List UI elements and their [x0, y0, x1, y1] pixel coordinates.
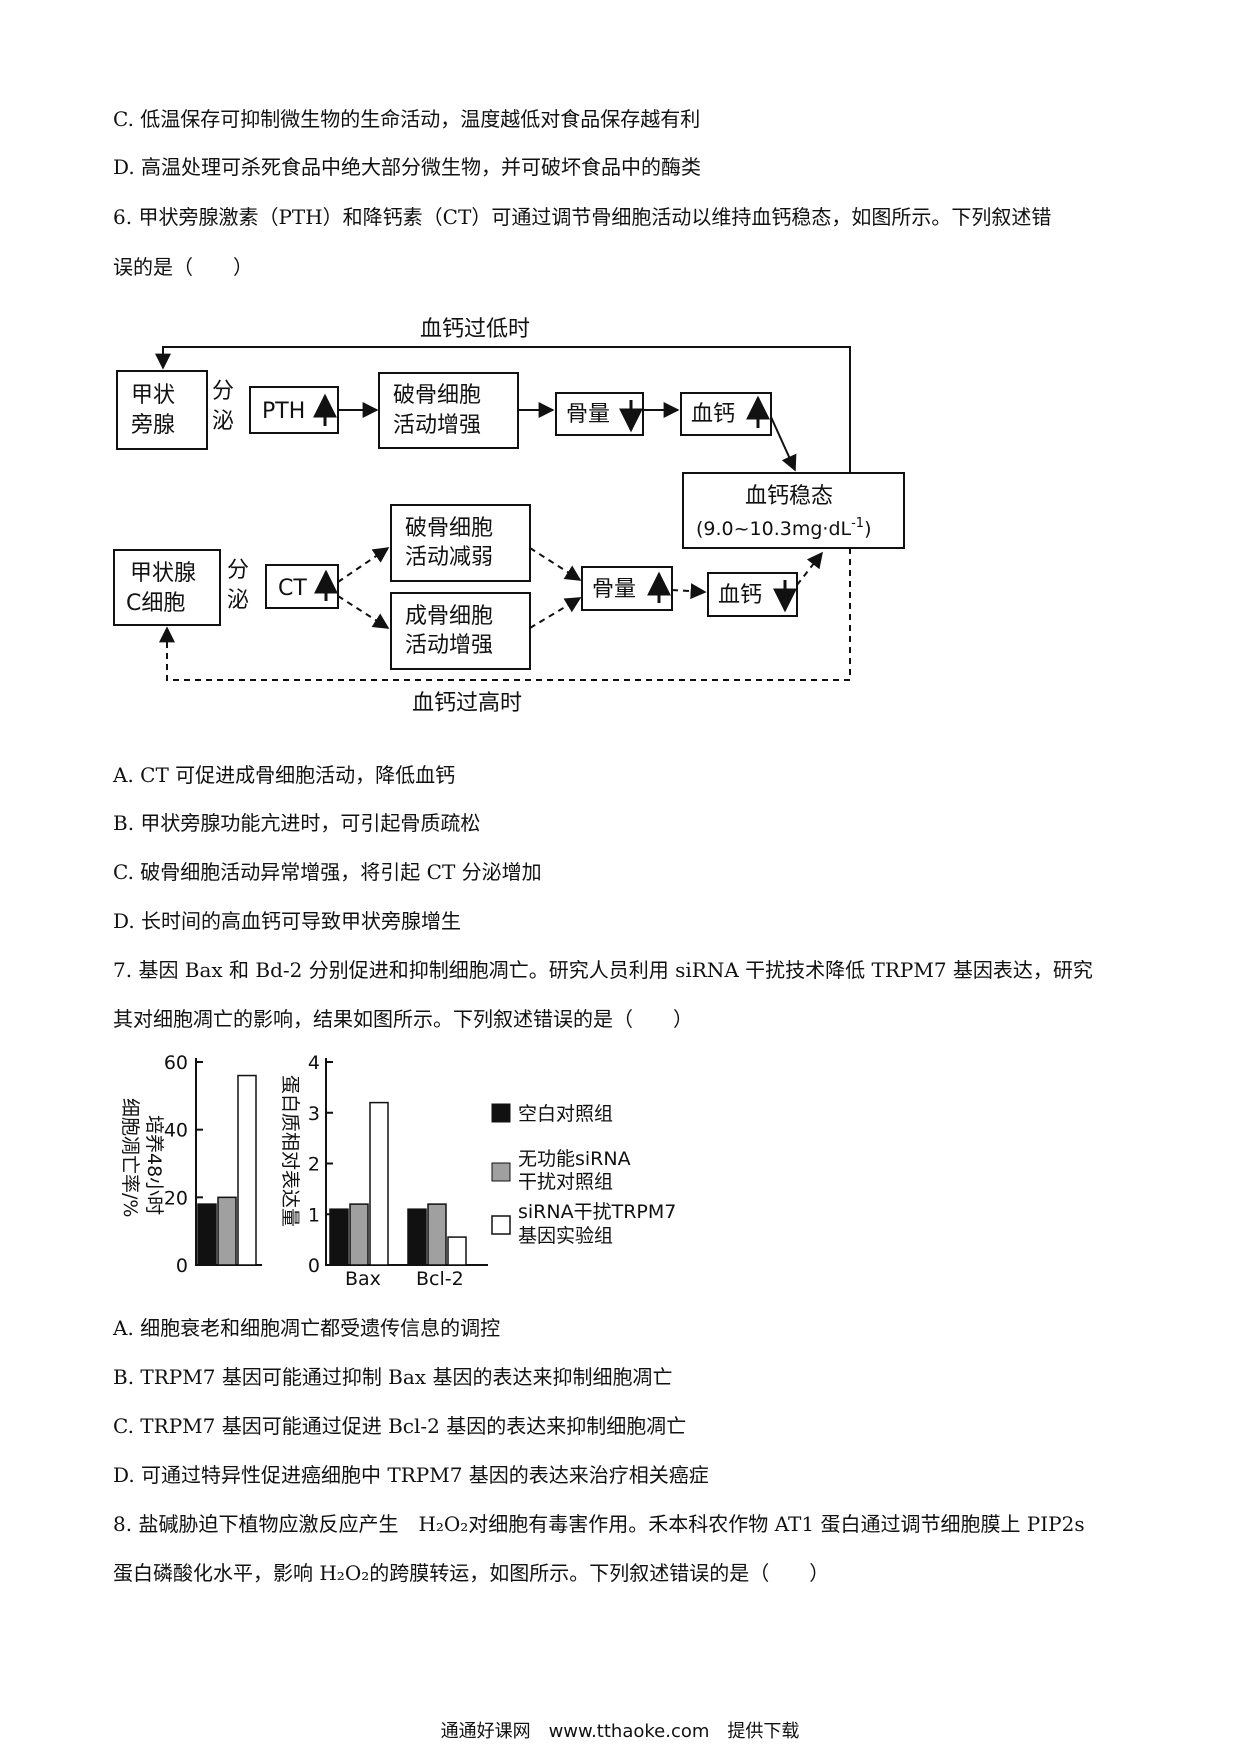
secrete-text-3: 分: [227, 558, 249, 583]
homeostasis-text-1: 血钙稳态: [745, 484, 833, 509]
chart2-bar: [329, 1208, 349, 1266]
chart2-ytick-label: 1: [308, 1204, 320, 1226]
low-ca-label: 血钙过低时: [420, 317, 530, 342]
chart2-xtick-bcl2: Bcl-2: [416, 1268, 464, 1290]
option-c-q6: C. 破骨细胞活动异常增强，将引起 CT 分泌增加: [113, 860, 542, 884]
chart2-bar: [427, 1203, 447, 1266]
legend-item-blank: 空白对照组: [518, 1103, 613, 1125]
chart1-ylabel-2: 细胞凋亡率/%: [119, 1098, 141, 1217]
osteoclast-up-box: [378, 372, 519, 449]
chart1-bar: [237, 1074, 257, 1266]
thyroid-c-box: [113, 549, 221, 626]
chart2-ytick-label: 4: [308, 1052, 320, 1074]
pth-text: PTH: [262, 399, 305, 424]
chart1-ytick-label: 60: [164, 1052, 188, 1074]
option-b-q7: B. TRPM7 基因可能通过抑制 Bax 基因的表达来抑制细胞凋亡: [113, 1365, 673, 1389]
question-7-stem: 7. 基因 Bax 和 Bd-2 分别促进和抑制细胞凋亡。研究人员利用 siRN…: [113, 958, 1093, 982]
question-7-stem-cont: 其对细胞凋亡的影响，结果如图所示。下列叙述错误的是（ ）: [113, 1007, 693, 1031]
chart2-bar: [349, 1203, 369, 1266]
chart1-bar: [197, 1203, 217, 1266]
chart2-bar: [407, 1208, 427, 1266]
thyroid-c-text-1: 甲状腺: [130, 561, 196, 586]
bone-up-text: 骨量: [592, 577, 636, 602]
chart2-xtick-bax: Bax: [345, 1268, 381, 1290]
ca-up-text: 血钙: [691, 402, 735, 427]
chart1-ylabel-1: 培养48小时: [143, 1115, 165, 1215]
secrete-text-1: 分: [212, 379, 234, 404]
homeostasis-box: [682, 472, 905, 549]
option-c-q7: C. TRPM7 基因可能通过促进 Bcl-2 基因的表达来抑制细胞凋亡: [113, 1414, 687, 1438]
legend-item-nonfunctional-2: 干扰对照组: [518, 1171, 613, 1193]
option-a-q7: A. 细胞衰老和细胞凋亡都受遗传信息的调控: [113, 1316, 501, 1340]
osteoblast-up-text-1: 成骨细胞: [405, 604, 493, 629]
chart1-ytick-label: 40: [164, 1120, 188, 1142]
legend-swatch-experiment: [491, 1215, 511, 1235]
chart1-bar: [217, 1196, 237, 1266]
parathyroid-text-1: 甲状: [131, 383, 175, 408]
ct-text: CT: [278, 576, 307, 601]
option-d-q6: D. 长时间的高血钙可导致甲状旁腺增生: [113, 909, 462, 933]
homeostasis-text-2: (9.0~10.3mg·dL-1): [696, 516, 872, 540]
chart2-ylabel: 蛋白质相对表达量: [279, 1075, 301, 1227]
option-c-q5: C. 低温保存可抑制微生物的生命活动，温度越低对食品保存越有利: [113, 107, 701, 131]
question-6-stem: 6. 甲状旁腺激素（PTH）和降钙素（CT）可通过调节骨细胞活动以维持血钙稳态，…: [113, 205, 1052, 229]
option-b-q6: B. 甲状旁腺功能亢进时，可引起骨质疏松: [113, 811, 481, 835]
thyroid-c-text-2: C细胞: [126, 591, 185, 616]
osteoclast-down-box: [390, 504, 531, 582]
legend-swatch-blank: [491, 1103, 511, 1123]
osteoclast-up-text-2: 活动增强: [393, 413, 481, 438]
apoptosis-bar-charts: 0 20 40 60 0 1 2 3 4 培养48小时 细胞凋亡率/% 蛋白质相对表达量 Ba…: [119, 1052, 676, 1290]
secrete-text-4: 泌: [227, 588, 249, 613]
question-8-stem: 8. 盐碱胁迫下植物应激反应产生 H₂O₂对细胞有毒害作用。禾本科农作物 AT1…: [113, 1512, 1085, 1536]
osteoclast-down-text-1: 破骨细胞: [405, 516, 493, 541]
secrete-text-2: 泌: [212, 409, 234, 434]
osteoblast-up-box: [390, 592, 531, 670]
chart-legend: 空白对照组 无功能siRNA 干扰对照组 siRNA干扰TRPM7 基因实验组: [491, 1103, 676, 1247]
high-ca-label: 血钙过高时: [412, 691, 522, 716]
option-a-q6: A. CT 可促进成骨细胞活动，降低血钙: [113, 763, 456, 787]
bone-down-text: 骨量: [566, 402, 610, 427]
chart1-ytick-label: 20: [164, 1187, 188, 1209]
ca-down-text: 血钙: [718, 583, 762, 608]
question-8-stem-cont: 蛋白磷酸化水平，影响 H₂O₂的跨膜转运，如图所示。下列叙述错误的是（ ）: [113, 1561, 830, 1585]
legend-item-experiment-1: siRNA干扰TRPM7: [518, 1201, 676, 1223]
option-d-q7: D. 可通过特异性促进癌细胞中 TRPM7 基因的表达来治疗相关癌症: [113, 1463, 709, 1487]
chart2-ytick-label: 2: [308, 1154, 320, 1176]
legend-item-nonfunctional-1: 无功能siRNA: [518, 1148, 631, 1170]
osteoblast-up-text-2: 活动增强: [405, 633, 493, 658]
question-6-stem-cont: 误的是（ ）: [113, 255, 253, 279]
chart2-ytick-label: 0: [308, 1255, 320, 1277]
parathyroid-box: [116, 370, 208, 450]
chart2-ytick-label: 3: [308, 1103, 320, 1125]
chart2-bar: [447, 1236, 467, 1266]
chart1-ytick-label: 0: [176, 1255, 188, 1277]
osteoclast-down-text-2: 活动减弱: [405, 545, 493, 570]
chart2-bar: [369, 1101, 389, 1266]
footer-watermark: 通通好课网 www.tthaoke.com 提供下载: [440, 1721, 800, 1742]
parathyroid-text-2: 旁腺: [131, 413, 175, 438]
option-d-q5: D. 高温处理可杀死食品中绝大部分微生物，并可破坏食品中的酶类: [113, 155, 702, 179]
legend-item-experiment-2: 基因实验组: [518, 1225, 613, 1247]
osteoclast-up-text-1: 破骨细胞: [393, 383, 481, 408]
calcium-regulation-diagram: 血钙过低时 血钙过高时 甲状 旁腺 分 泌 PTH 破骨细胞 活动增强 骨量 血…: [113, 317, 905, 716]
legend-swatch-nonfunctional: [491, 1162, 511, 1182]
